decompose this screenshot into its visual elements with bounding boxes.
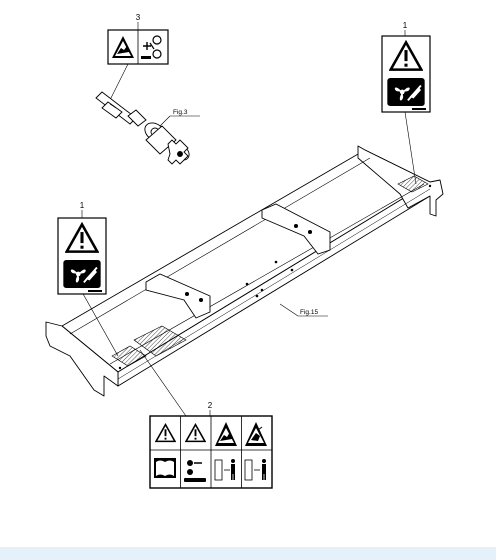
callout-1-left: 1 xyxy=(80,201,85,210)
hand-crush-icon xyxy=(112,36,134,58)
decal-area-left xyxy=(111,345,147,367)
disconnect-driveline-icon xyxy=(141,35,162,59)
fan-entanglement-icon xyxy=(62,260,102,288)
safety-decal-3 xyxy=(107,29,169,65)
hand-crush-icon xyxy=(215,422,237,446)
decal-area-right xyxy=(397,175,429,193)
callout-1-right: 1 xyxy=(403,21,408,30)
safety-decal-2 xyxy=(149,415,273,489)
keep-distance-icon xyxy=(214,459,235,481)
engine-off-key-icon xyxy=(184,460,206,482)
decal-area-center xyxy=(133,325,187,357)
frame-bolt-holes xyxy=(118,184,432,370)
figure-ref-fig3: Fig.3 xyxy=(173,109,188,116)
callout-3: 3 xyxy=(136,13,141,22)
callout-2: 2 xyxy=(208,401,213,410)
keep-distance-icon xyxy=(244,459,266,481)
frame-top-surface xyxy=(61,149,431,373)
cross-frame-assembly xyxy=(45,145,444,397)
figure-ref-fig15: Fig.15 xyxy=(300,309,318,316)
thrown-object-icon xyxy=(245,422,267,446)
safety-decal-1-right xyxy=(381,35,431,113)
fan-entanglement-icon xyxy=(386,78,426,106)
pto-driveshaft xyxy=(95,91,190,165)
mount-bracket-right xyxy=(261,203,331,255)
read-manual-icon xyxy=(154,458,176,478)
mount-bracket-left xyxy=(145,273,211,319)
frame-left-end-plate xyxy=(45,321,119,397)
safety-decal-1-left xyxy=(57,217,107,295)
frame-right-end-plate xyxy=(357,145,444,217)
bottom-band xyxy=(0,547,496,560)
leader-lines xyxy=(81,22,417,417)
